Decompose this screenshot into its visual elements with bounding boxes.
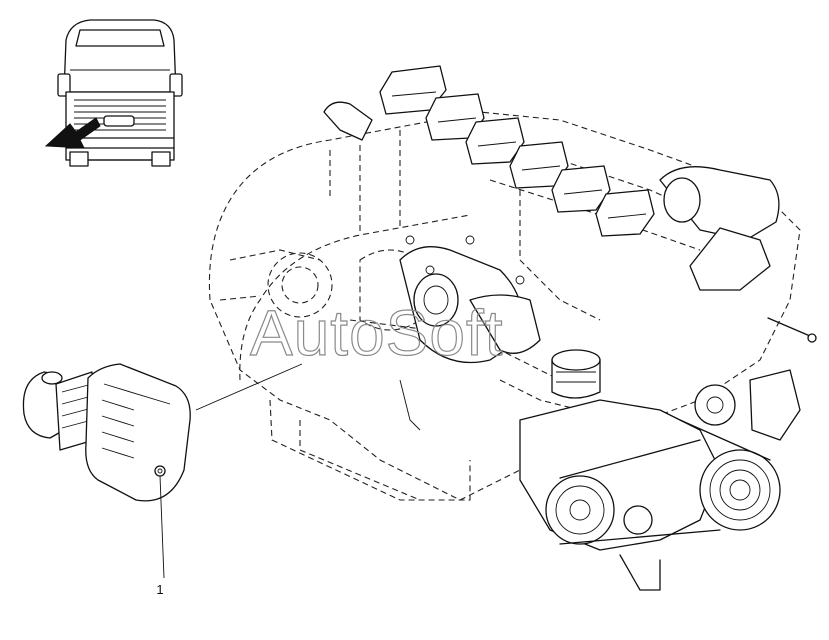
callout-leader-1 <box>159 475 165 579</box>
watermark-text: AutoSoft <box>250 297 504 369</box>
engine-accessories <box>323 65 817 591</box>
installation-leader-line <box>195 363 303 411</box>
callout-label-1: 1 <box>156 582 163 597</box>
truck-locator-thumbnail <box>44 19 183 167</box>
part-1-bolt <box>154 465 166 477</box>
part-1-component <box>22 363 191 502</box>
locator-arrow-icon <box>44 117 101 149</box>
